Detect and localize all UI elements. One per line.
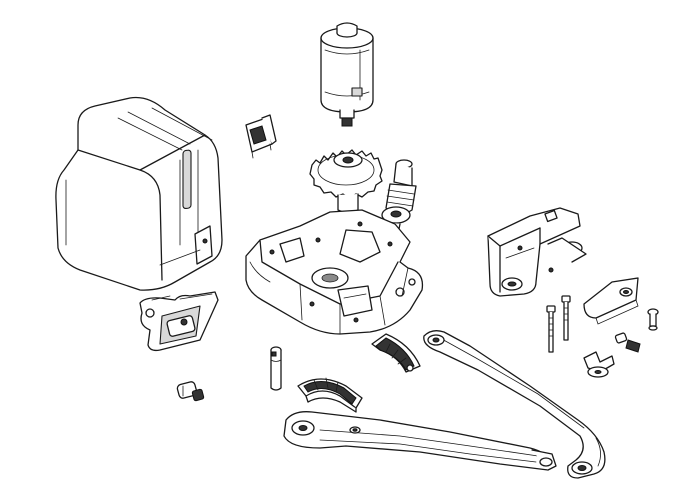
long-bolts bbox=[546, 295, 571, 353]
wing-nut bbox=[583, 351, 615, 378]
electric-motor bbox=[320, 22, 374, 127]
gearbox-base bbox=[245, 209, 424, 335]
stop-plate bbox=[583, 277, 639, 325]
motor-cover bbox=[55, 96, 223, 291]
connector-clip bbox=[245, 114, 277, 159]
limit-cam-upper bbox=[371, 333, 421, 373]
mounting-bracket bbox=[487, 207, 587, 297]
limit-cam-lower bbox=[297, 377, 363, 413]
release-key bbox=[176, 381, 205, 402]
straight-arm bbox=[283, 411, 557, 471]
curved-arm bbox=[423, 330, 606, 479]
main-gear bbox=[309, 149, 383, 214]
pivot-pin bbox=[270, 346, 282, 391]
small-screws bbox=[614, 308, 659, 353]
worm-shaft bbox=[381, 159, 417, 235]
release-lock-panel bbox=[139, 291, 219, 352]
